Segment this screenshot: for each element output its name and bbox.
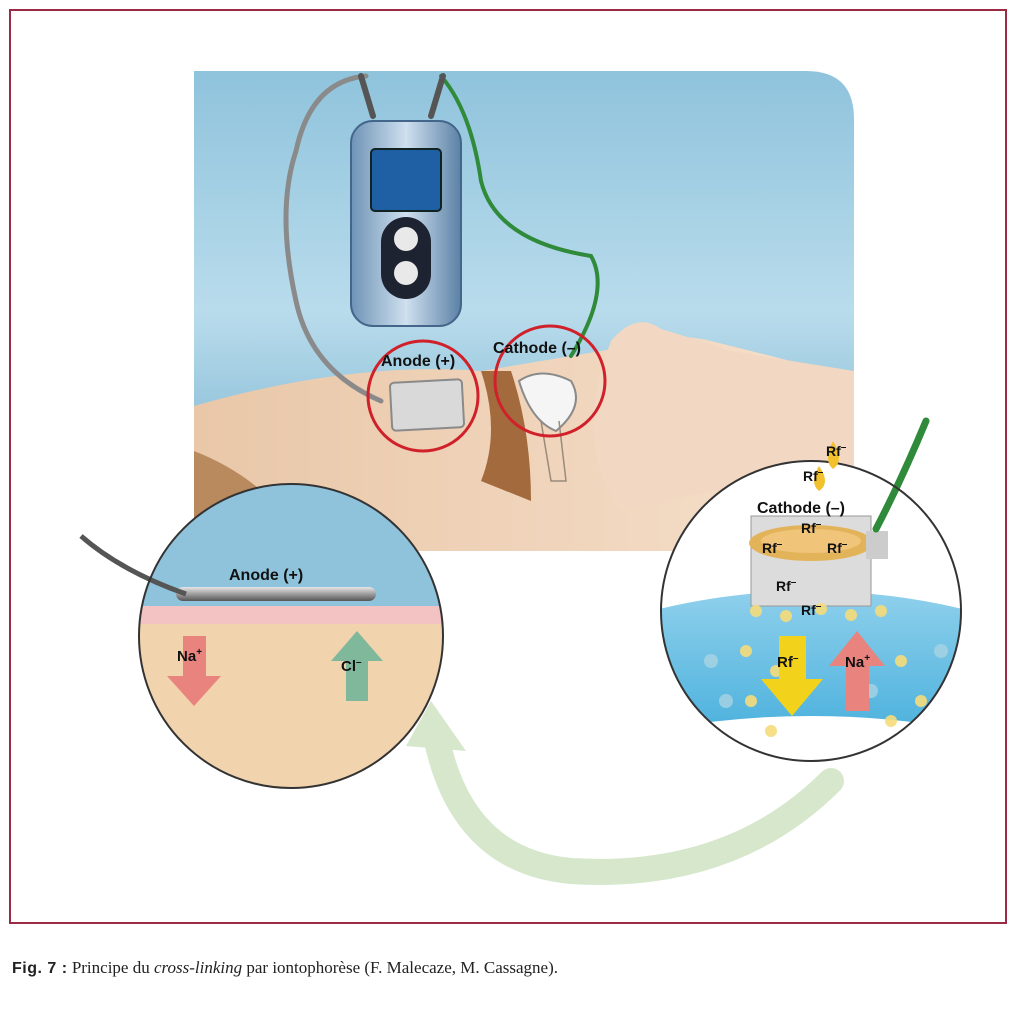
figure-caption: Fig. 7 : Principe du cross-linking par i… <box>12 958 1002 978</box>
rf-label-column-2: Rf– <box>801 601 822 618</box>
cathode-eyepiece <box>517 372 577 433</box>
iontophoresis-device <box>350 73 462 327</box>
sodium-arrow-anode <box>167 636 221 706</box>
sodium-arrow-cathode <box>829 631 885 711</box>
rf-label-pad-3: Rf– <box>827 539 848 556</box>
cycle-arrowhead <box>406 701 466 751</box>
rf-label-pad-2: Rf– <box>762 539 783 556</box>
caption-text-after: par iontophorèse (F. Malecaze, M. Cassag… <box>242 958 558 977</box>
anode-inset-border <box>138 483 444 789</box>
cycle-arrow <box>423 723 844 885</box>
riboflavin-arrow <box>761 636 823 716</box>
anode-wire <box>283 73 384 404</box>
ion-cl-anode: Cl– <box>341 657 362 675</box>
inset-cathode-label: Cathode (–) <box>757 500 845 517</box>
chloride-arrow <box>331 631 383 701</box>
cathode-highlight-circle <box>493 324 607 438</box>
ion-rf-cathode: Rf– <box>777 653 799 671</box>
riboflavin-drop-2 <box>814 466 825 491</box>
anode-pad <box>388 378 466 432</box>
caption-text-before: Principe du <box>67 958 154 977</box>
ion-na-cathode: Na+ <box>845 653 870 671</box>
cathode-lead-wire <box>872 417 930 533</box>
rf-label-pad-1: Rf– <box>801 519 822 536</box>
rf-label-drop-2: Rf– <box>803 467 824 484</box>
riboflavin-drop-1 <box>828 441 839 469</box>
caption-figure-label: Fig. 7 : <box>12 960 68 977</box>
ion-na-anode: Na+ <box>177 647 202 665</box>
device-anode-label: Anode (+) <box>381 353 455 370</box>
cathode-inset-border <box>660 460 962 762</box>
device-cathode-label: Cathode (–) <box>493 340 581 357</box>
anode-highlight-circle <box>366 339 480 453</box>
iontophoresis-diagram: Anode (+) Cathode (–) Anode (+) Na+ Cl– <box>79 71 962 885</box>
cathode-inset <box>661 461 961 761</box>
inset-anode-label: Anode (+) <box>229 567 303 584</box>
caption-text-italic: cross-linking <box>153 958 243 977</box>
patient-neck-shadow <box>481 371 531 501</box>
cathode-wire <box>439 74 600 358</box>
rf-label-drop-1: Rf– <box>826 442 847 459</box>
anode-lead-wire <box>79 534 187 597</box>
figure-frame: Anode (+) Cathode (–) Anode (+) Na+ Cl– <box>9 9 1007 924</box>
rf-label-column-1: Rf– <box>776 577 797 594</box>
